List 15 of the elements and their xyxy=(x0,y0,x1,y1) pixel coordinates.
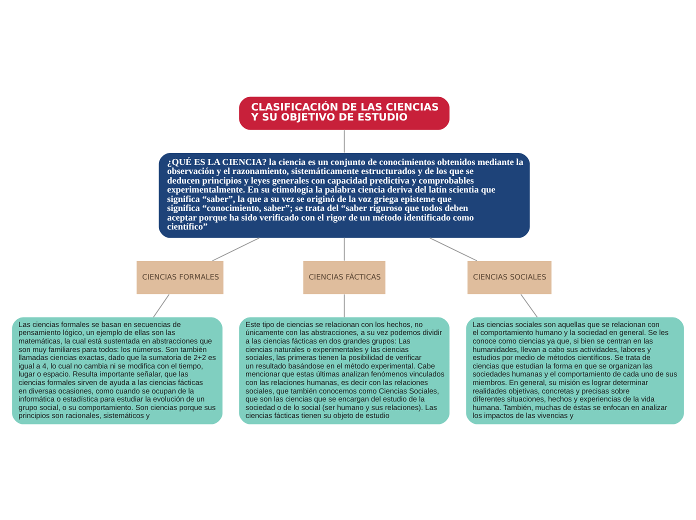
node-box: Este tipo de ciencias se relacionan con los hechos, no únicamente con las abstracciones, a su vez podemos dividir a las ciencias fácticas en dos grandes grupos: Las ciencias naturales o experimentales y las ciencias sociales, las primeras tienen la posibilidad de verificar un resultado basándose en el método experimental. Cabe mencionar que estas últimas analizan fenómenos vinculados con las relaciones humanas, es decir con las relaciones sociales, que también conocemos como Ciencias Sociales, que son las ciencias que se encargan del estudio de la sociedad o de lo social (ser humano y sus relaciones). Las ciencias fácticas tienen su objeto de estudio xyxy=(239,316,450,424)
node-box: Las ciencias formales se basan en secuencias de pensamiento lógico, un ejemplo de ellas son las matemáticas, la cual está sustentada en abstracciones que son muy familiares para todos: los números. Son también llamadas ciencias exactas, dado que la sumatoria de 2+2 es igual a 4, lo cual no cambia ni se modifica con el tiempo, lugar o espacio. Resulta importante señalar, que las ciencias formales sirven de ayuda a las ciencias fácticas en diversas ocasiones, como cuando se ocupan de la informática o estadística para estudiar la evolución de un grupo social, o su comportamiento. Son ciencias porque sus principios son racionales, sistemáticos y xyxy=(12,316,222,424)
node-box: Las ciencias sociales son aquellas que se relacionan con el comportamiento humano y la sociedad en general. Se les conoce como ciencias ya que, si bien se centran en las humanidades, llevan a cabo sus actividades, labores y estudios por medio de métodos científicos. Se trata de ciencias que estudian la forma en que se organizan las sociedades humanas y el comportamiento de cada uno de sus miembros. En general, su misión es lograr determinar realidades objetivas, concretas y precisas sobre diferentes situaciones, hechos y experiencias de la vida humana. También, muchas de éstas se enfocan en analizar los impactos de las vivencias y xyxy=(466,316,684,424)
connector xyxy=(212,236,260,261)
node-box: CIENCIAS SOCIALES xyxy=(468,260,552,294)
connector xyxy=(152,293,170,318)
node-box: CIENCIAS FÁCTICAS xyxy=(303,260,386,294)
connector xyxy=(429,236,478,261)
connector xyxy=(344,236,345,261)
node-box: CLASIFICACIÓN DE LAS CIENCIAS Y SU OBJETIVO DE ESTUDIO xyxy=(239,96,450,130)
node-box: CIENCIAS FORMALES xyxy=(136,260,224,294)
connector xyxy=(520,293,538,318)
connector xyxy=(344,293,345,318)
connector xyxy=(344,129,345,153)
node-box: ¿QUÉ ES LA CIENCIA? la ciencia es un conjunto de conocimientos obtenidos mediante la observación y el razonamiento, sistemáticamente estructurados y de los que se deducen principios y leyes generales con capacidad predictiva y comprobables experimentalmente. En su etimología la palabra ciencia deriva del latín scientia que significa “saber”, la que a su vez se originó de la voz griega episteme que significa “conocimiento, saber”; se trata del “saber riguroso que todos deben aceptar porque ha sido verificado con el rigor de un método identificado como científico” xyxy=(158,152,530,238)
